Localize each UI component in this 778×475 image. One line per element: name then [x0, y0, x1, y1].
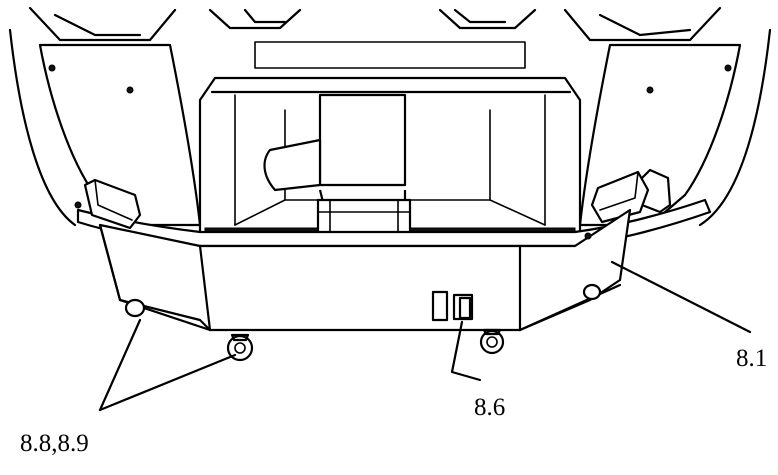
- callout-label-8-8-8-9: 8.8,8.9: [20, 430, 89, 457]
- power-switch-panel: [431, 290, 474, 322]
- callout-label-8-1: 8.1: [736, 345, 768, 372]
- cabinet-top: [28, 6, 722, 69]
- callout-label-8-6: 8.6: [474, 394, 506, 421]
- leader-lines: [98, 260, 752, 412]
- base-skirt: [98, 208, 632, 332]
- seat-compartment: [198, 76, 582, 237]
- castor-wheels: [124, 283, 602, 362]
- bumper-brackets: [83, 168, 672, 230]
